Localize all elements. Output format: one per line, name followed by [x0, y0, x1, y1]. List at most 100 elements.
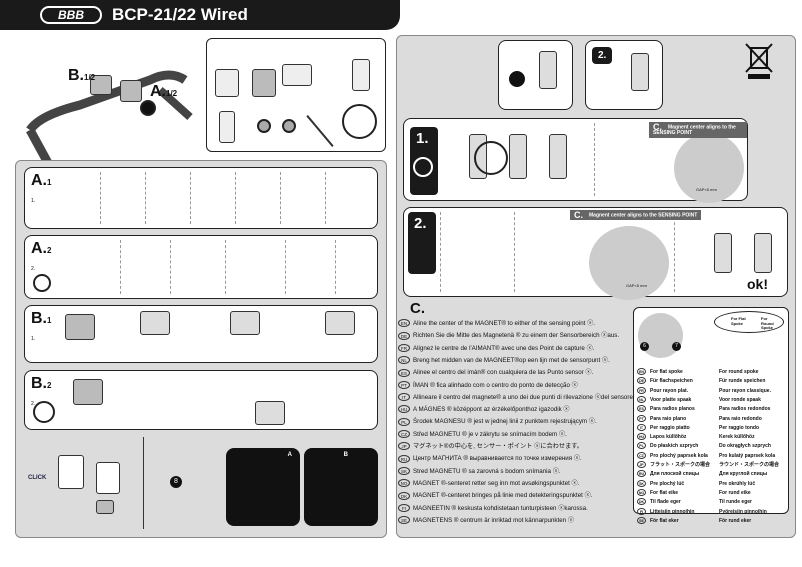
flat-text: Litteisiin pinnoihin [650, 508, 695, 515]
part-2 [252, 69, 276, 97]
part-magnet-6 [257, 119, 271, 133]
round-text: Pour rayon classique. [719, 387, 771, 394]
round-text: Voor ronde spaak [719, 396, 761, 403]
language-code: DE [637, 377, 646, 385]
sensor-unit [631, 53, 649, 91]
language-code: ES [637, 405, 646, 413]
instruction-text: Alignez le centre de l'AIMANT® avec une … [413, 344, 595, 352]
round-text: För rund eker [719, 517, 752, 524]
sensor-unit [325, 311, 355, 335]
language-code: IT [398, 393, 410, 402]
spoke-row-round: Para raio redondo [719, 415, 762, 425]
round-text: Für runde speichen [719, 378, 766, 385]
language-code: CZ [398, 430, 410, 439]
round-text: Per raggio tondo [719, 424, 759, 431]
language-code: NL [637, 395, 646, 403]
spoke-type-bubble: For Flat Spoke For Round Spoke [714, 311, 784, 333]
section-c-heading: C. [410, 300, 425, 317]
step-a2: A.2 2. [24, 235, 378, 299]
instruction-text: Центр МАГНИТА ® выравнивается по точке и… [413, 455, 582, 463]
sensor-unit [230, 311, 260, 335]
language-code: IT [637, 423, 646, 431]
language-code: FR [637, 386, 646, 394]
sensor-zip-step: 2. [585, 40, 663, 110]
flat-text: Для плоской спицы [650, 471, 700, 478]
spoke-row-flat: NL Voor platte spaak [637, 395, 692, 406]
flat-text: Til flade eger [650, 499, 681, 506]
language-code: PL [637, 442, 646, 450]
flat-text: Voor platte spaak [650, 396, 692, 403]
step-b2: B.2 2. [24, 370, 378, 430]
flat-text: Pro plochý paprsek kola [650, 452, 708, 459]
part-magnet-7 [282, 119, 296, 133]
language-code: SE [398, 516, 410, 525]
flat-text: Para radios planos [650, 406, 695, 413]
flat-text: Pre plochý lúč [650, 480, 685, 487]
language-code: NL [398, 356, 410, 365]
step-side-label: 2. [31, 401, 36, 407]
step-label: B. [31, 310, 47, 327]
parts-box [206, 38, 386, 152]
step-2-badge: 2. [408, 212, 436, 274]
language-code: PT [637, 414, 646, 422]
step-side-label: 1. [31, 198, 36, 204]
instruction-text: A MÁGNES ® középpont az érzékelőponthoz … [413, 406, 570, 414]
round-spoke-label: For Round Spoke [761, 316, 774, 330]
language-code: CZ [637, 451, 646, 459]
zoom-circle [589, 226, 669, 300]
language-code: FR [398, 343, 410, 352]
spoke-row-round: Pro kulatý paprsek kola [719, 452, 775, 462]
gap-label: GAP<5 mm [696, 187, 717, 192]
spoke-row-round: Per raggio tondo [719, 424, 759, 434]
flat-text: Pour rayon plat. [650, 387, 689, 394]
step-1-rings: 1. C.Magnent center aligns to the SENSIN… [403, 118, 748, 203]
language-code: RU [637, 470, 646, 478]
stem-cap [140, 100, 156, 116]
ring-icon [33, 274, 51, 292]
header-bar: BBB BCP-21/22 Wired [0, 0, 400, 30]
instruction-text: MAGNETENS ® centrum är inriktad mot känn… [413, 516, 575, 524]
language-code: EN [637, 368, 646, 375]
round-text: Para raio redondo [719, 415, 762, 422]
part-rubber-rings [342, 104, 377, 139]
instruction-text: ÍMAN ® fica alinhado com o centro do pon… [413, 381, 578, 389]
spoke-box: For Flat Spoke For Round Spoke 6 7 [633, 307, 789, 514]
step-label: A. [31, 172, 47, 189]
callout-6: 6 [640, 342, 649, 351]
spoke-row-round: Für runde speichen [719, 377, 765, 387]
language-code: NO [398, 479, 410, 488]
spoke-row-round: Для круглой спицы [719, 470, 767, 480]
photo-b: B [304, 448, 378, 526]
gap-label: GAP<5 mm [626, 283, 647, 288]
flat-text: For flat eike [650, 489, 679, 496]
spoke-row-round: For round spoke [719, 368, 758, 378]
label-a: A.1/2 [150, 83, 178, 100]
spoke-row-round: Voor ronde spaak [719, 396, 761, 406]
language-code: ES [398, 368, 410, 377]
language-code: DE [398, 331, 410, 340]
photo-a: A [226, 448, 300, 526]
sensor-top-step [498, 40, 573, 110]
ok-label: ok! [747, 276, 768, 292]
language-code: FI [637, 507, 646, 515]
ring-icon [33, 401, 55, 423]
photo-label: A [287, 452, 292, 458]
step-1-badge: 1. [410, 127, 438, 195]
sensor-unit [714, 233, 732, 273]
rubber-ring [474, 141, 508, 175]
sensor-unit [754, 233, 772, 273]
zoom-circle [674, 133, 744, 203]
round-text: Do okrągłych szprych [719, 443, 771, 450]
instruction-text: Stred MAGNETU ® sa zarovná s bodom sníma… [413, 467, 561, 475]
instruction-text: Allineare il centro del magnete® a uno d… [413, 393, 635, 401]
